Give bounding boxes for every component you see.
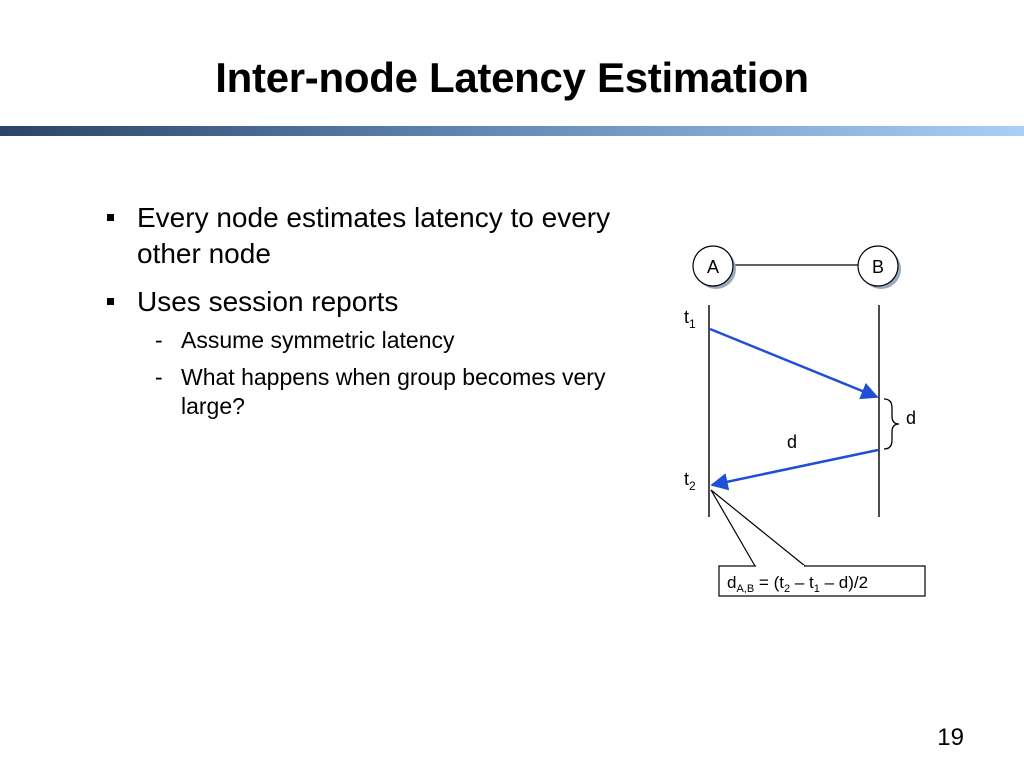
title-gradient-bar: [0, 126, 1024, 136]
dash-marker: -: [155, 364, 163, 390]
dash-marker: -: [155, 327, 163, 353]
node-a-circle: [692, 245, 734, 287]
formula-box: [718, 565, 926, 597]
bullet-text-1: Every node estimates latency to every ot…: [137, 202, 611, 269]
square-bullet-icon: [107, 214, 114, 221]
t1-label: t1: [684, 307, 696, 331]
bullet-list: Every node estimates latency to every ot…: [104, 200, 644, 433]
slide-title: Inter-node Latency Estimation: [215, 54, 809, 101]
node-b-label: B: [872, 257, 884, 277]
callout-pointer: [710, 489, 806, 567]
bullet-item-1: Every node estimates latency to every ot…: [104, 200, 644, 272]
node-a: A: [692, 245, 736, 289]
sub-bullet-text-2: What happens when group becomes very lar…: [181, 364, 606, 419]
sub-bullet-item-1: - Assume symmetric latency: [137, 326, 644, 355]
processing-brace: [883, 398, 900, 450]
node-a-label: A: [707, 257, 719, 277]
t2-label: t2: [684, 469, 696, 493]
sub-bullet-text-1: Assume symmetric latency: [181, 327, 455, 353]
sub-bullet-list: - Assume symmetric latency - What happen…: [137, 326, 644, 421]
bullet-text-2: Uses session reports: [137, 286, 399, 317]
node-b-circle: [857, 245, 899, 287]
response-arrow: [710, 448, 879, 491]
page-number: 19: [937, 724, 964, 751]
request-arrow: [709, 327, 879, 400]
node-b: B: [857, 245, 901, 289]
latency-formula: dA,B = (t2 – t1 – d)/2: [727, 573, 868, 595]
sub-bullet-item-2: - What happens when group becomes very l…: [137, 363, 644, 421]
brace-d-label: d: [906, 408, 916, 428]
message-d-label: d: [787, 432, 797, 452]
square-bullet-icon: [107, 298, 114, 305]
title-bar-fill: [0, 126, 1024, 136]
bullet-item-2: Uses session reports - Assume symmetric …: [104, 284, 644, 421]
